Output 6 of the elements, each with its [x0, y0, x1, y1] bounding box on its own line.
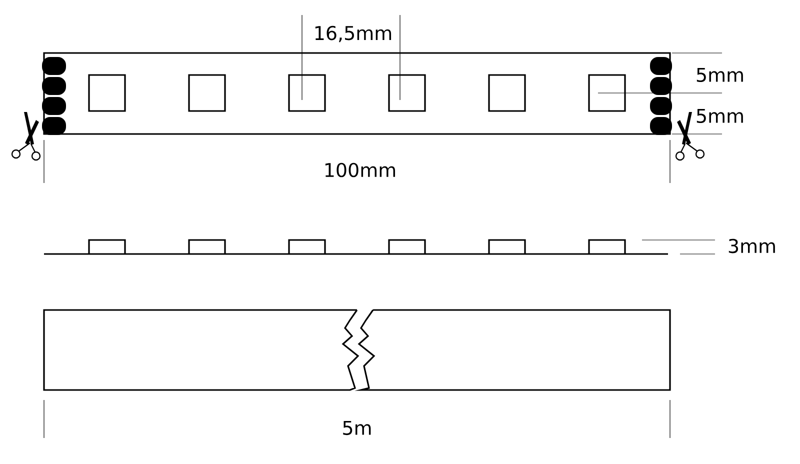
dimension-label: 100mm: [325, 162, 396, 178]
dimension-label: 5m: [343, 420, 371, 436]
dimension-label: 3mm: [728, 238, 775, 254]
dimension-label: 5mm: [696, 108, 743, 124]
dimension-label: 5mm: [696, 68, 743, 82]
dimension-label: 16,5mm: [315, 26, 392, 42]
